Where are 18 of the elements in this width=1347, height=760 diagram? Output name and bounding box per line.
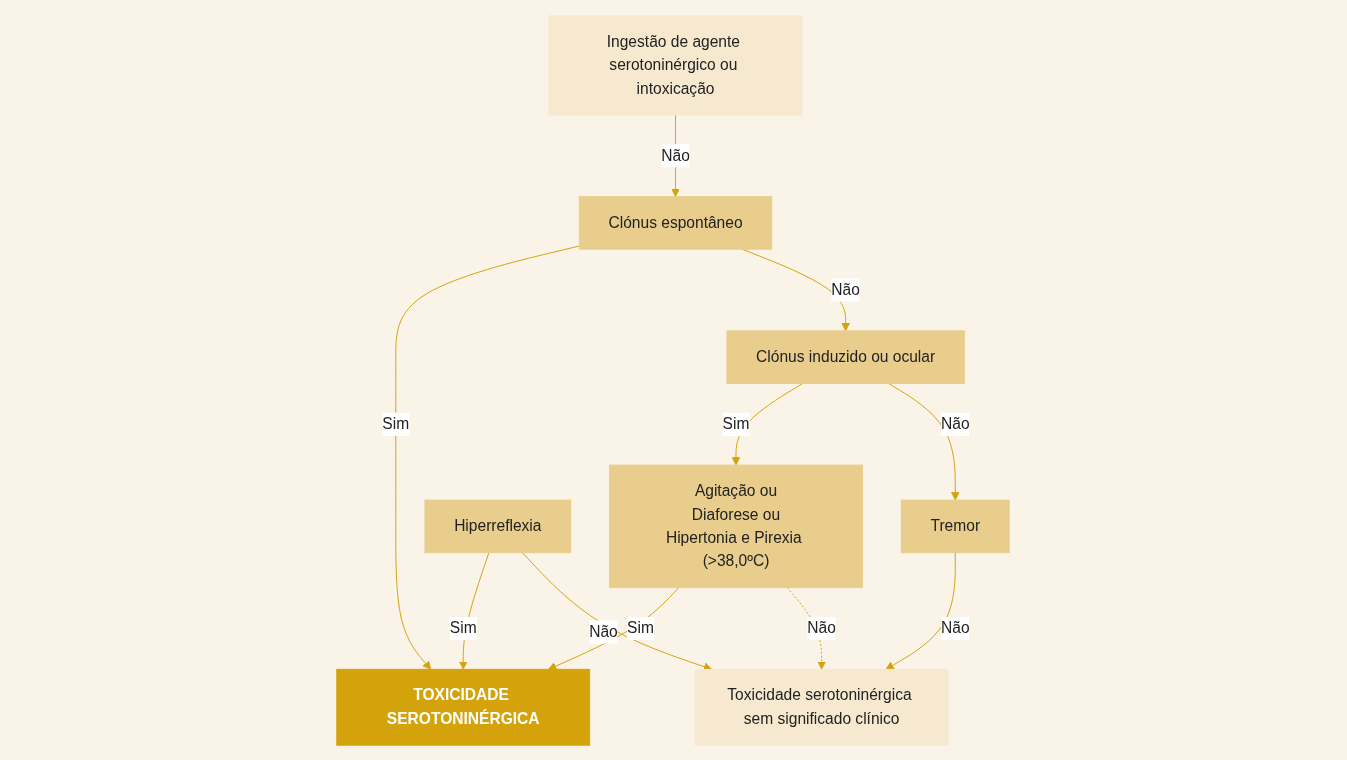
node-box: Ingestão de agente serotoninérgico ou intoxicação: [549, 14, 803, 115]
node-box: Tremor: [901, 499, 1011, 553]
edge-label: Não: [661, 146, 691, 164]
edge-label: Não: [807, 619, 837, 636]
edge-label: Sim: [450, 619, 478, 636]
node-box: TOXICIDADE SEROTONINÉRGICA: [336, 668, 591, 746]
edge-label: Não: [831, 280, 861, 298]
node-box: Clónus induzido ou ocular: [726, 329, 966, 384]
edge-label: Sim: [723, 415, 750, 432]
edge-label: Sim: [382, 415, 410, 432]
edge-label: Não: [941, 415, 971, 432]
node-box: Agitação ou Diaforese ou Hipertonia e Pirexia (>38,0ºC): [609, 464, 864, 588]
edge-label: Não: [941, 619, 971, 636]
node-box: Clónus espontâneo: [579, 195, 773, 250]
edge-label: Não: [589, 622, 619, 640]
node-box: Toxicidade serotoninérgica sem significado clínico: [695, 668, 950, 746]
node-box: Hiperreflexia: [424, 499, 572, 553]
edge-label: Sim: [627, 619, 655, 636]
